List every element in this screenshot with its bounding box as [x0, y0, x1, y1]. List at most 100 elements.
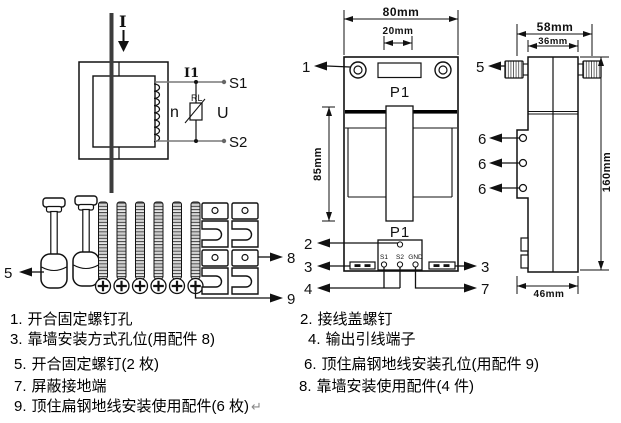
- arrowhead-icon: [270, 293, 283, 303]
- legend-item-6: 6.顶住扁钢地线安装孔位(用配件 9): [304, 357, 539, 373]
- dim-80-extension-lines: [343, 10, 459, 55]
- legend-item-7: 7.屏蔽接地端: [14, 379, 107, 395]
- varistor-slash: [184, 98, 206, 124]
- terminal-gnd-post: [412, 261, 419, 268]
- legend-no: 1.: [10, 311, 23, 328]
- legend-text: 输出引线端子: [325, 331, 416, 348]
- shoulder-screw: [40, 197, 68, 289]
- accessories-group: 5 8 9: [4, 195, 295, 308]
- primary-current-label: I: [119, 12, 126, 31]
- dim-arrow-icon: [326, 107, 332, 116]
- slot-dash: [364, 264, 371, 267]
- arrowhead-icon: [317, 283, 330, 293]
- machine-screw: [168, 200, 186, 295]
- legend-item-1: 1.开合固定螺钉孔: [10, 312, 133, 328]
- knurled-thumbscrew: [504, 60, 524, 79]
- terminal-s2-label: S2: [396, 254, 404, 261]
- legend-text: 靠墙安装方式孔位(用配件 8): [27, 331, 216, 348]
- callout-1-label: 1: [302, 59, 310, 76]
- primary-conductor-line: [109, 13, 114, 193]
- legend-text: 屏蔽接地端: [31, 378, 107, 395]
- arrowhead-icon: [489, 183, 502, 193]
- legend-no: 7.: [14, 378, 27, 395]
- callout-6-label: 6: [478, 131, 486, 148]
- dim-20mm-label: 20mm: [383, 26, 414, 37]
- legend-item-2: 2.接线盖螺钉: [300, 312, 393, 328]
- arrowhead-icon: [489, 133, 502, 143]
- legend-no: 4.: [308, 331, 321, 348]
- arrowhead-icon: [314, 61, 327, 71]
- machine-screw: [149, 200, 168, 295]
- knurled-thumbscrew: [582, 60, 602, 79]
- callout-4-label: 4: [304, 281, 312, 298]
- arrowhead-icon: [464, 261, 477, 271]
- machine-screw: [131, 200, 149, 295]
- cover-screw-hole: [396, 241, 404, 248]
- dim-36mm-label: 36mm: [538, 36, 567, 47]
- arrowhead-icon: [270, 252, 283, 262]
- dim-46mm-label: 46mm: [534, 289, 565, 300]
- dim-85mm-label: 85mm: [312, 147, 324, 181]
- wall-mount-slot-left: [349, 261, 376, 270]
- slot-dash: [443, 264, 450, 267]
- junction-dot-bottom: [194, 139, 198, 143]
- callout-4-lines: [330, 267, 401, 289]
- s2-terminal-dot: [221, 138, 227, 144]
- mounting-bracket: [231, 249, 259, 295]
- side-view: 58mm 36mm 160mm 46mm 5 6: [476, 20, 613, 300]
- callout-8-label: 8: [287, 250, 295, 267]
- voltage-label: U: [217, 105, 229, 122]
- callout-5-label: 5: [4, 265, 12, 282]
- shoulder-screw: [72, 195, 100, 287]
- mounting-bracket: [201, 202, 229, 248]
- dim-arrow-icon: [583, 31, 592, 37]
- dim-arrow-icon: [403, 40, 412, 46]
- ground-mount-hole: [518, 158, 528, 168]
- callout-5-side-label: 5: [476, 59, 484, 76]
- terminal-s1-label: S1: [380, 254, 388, 261]
- legend-no: 3.: [10, 331, 23, 348]
- legend-item-4: 4.输出引线端子: [308, 332, 416, 348]
- junction-dot-top: [194, 80, 198, 84]
- dim-arrow-icon: [569, 283, 578, 289]
- arrowhead-icon: [488, 61, 501, 71]
- ground-mount-hole: [518, 183, 528, 193]
- terminal-s1-label: S1: [229, 75, 247, 92]
- legend-text: 靠墙安装使用配件(4 件): [316, 378, 475, 395]
- arrowhead-icon: [464, 283, 477, 293]
- s1-terminal-dot: [221, 79, 227, 85]
- legend-text: 开合固定螺钉(2 枚): [31, 356, 160, 373]
- mounting-bracket: [231, 202, 259, 248]
- arrowhead-icon: [317, 238, 330, 248]
- dim-arrow-icon: [598, 261, 604, 270]
- load-resistor-label: RL: [191, 93, 203, 103]
- callout-2-label: 2: [304, 236, 312, 253]
- dim-160-extension-lines: [580, 56, 609, 271]
- front-view: 80mm 20mm P1 85mm P1 S1 S2 GND: [302, 5, 489, 298]
- callout-3-left-label: 3: [304, 259, 312, 276]
- machine-screw: [94, 200, 112, 295]
- callout-6-label: 6: [478, 156, 486, 173]
- legend-no: 6.: [304, 356, 317, 373]
- callout-6-label: 6: [478, 181, 486, 198]
- load-resistor-body: [189, 102, 203, 121]
- dim-58-extension-lines: [516, 24, 593, 56]
- fixing-screw-hole-inner: [353, 65, 363, 75]
- callout-3-right-label: 3: [481, 259, 489, 276]
- legend-item-3: 3.靠墙安装方式孔位(用配件 8): [10, 332, 215, 348]
- dim-arrow-icon: [449, 16, 458, 22]
- dim-arrow-icon: [384, 40, 393, 46]
- side-tab: [520, 237, 529, 252]
- side-tab: [520, 254, 529, 269]
- legend-item-8: 8.靠墙安装使用配件(4 件): [299, 379, 474, 395]
- legend-text: 顶住扁钢地线安装孔位(用配件 9): [321, 356, 540, 373]
- machine-screw: [186, 200, 205, 295]
- side-body-outline: [516, 56, 579, 273]
- dim-arrow-icon: [344, 16, 353, 22]
- mounting-bracket: [201, 249, 229, 295]
- turns-label: n: [170, 104, 179, 121]
- dim-arrow-icon: [517, 31, 526, 37]
- p1-top-label: P1: [390, 84, 410, 101]
